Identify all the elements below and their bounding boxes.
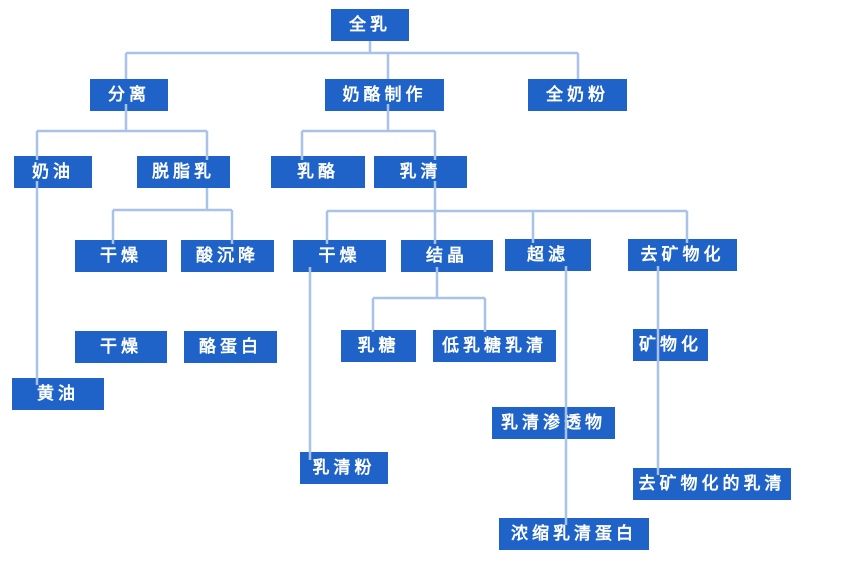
node-cream: 奶油	[14, 156, 92, 188]
node-cheese-making: 奶酪制作	[325, 79, 444, 111]
node-drying-skim: 干燥	[75, 240, 167, 272]
node-whey-powder: 乳清粉	[300, 452, 388, 484]
node-whey-protein-concentrate: 浓缩乳清蛋白	[499, 518, 649, 550]
node-whole-milk: 全乳	[331, 9, 409, 41]
node-casein: 酪蛋白	[184, 331, 277, 363]
node-demineralized-whey: 去矿物化的乳清	[633, 468, 791, 500]
node-whole-milk-powder: 全奶粉	[528, 79, 627, 111]
node-drying-casein: 干燥	[75, 331, 167, 363]
node-separation: 分离	[90, 79, 168, 111]
node-mineralization: 矿物化	[633, 329, 708, 361]
node-demineralization: 去矿物化	[628, 239, 737, 271]
node-whey-permeate: 乳清渗透物	[492, 407, 615, 439]
node-crystallization: 结晶	[401, 240, 493, 272]
node-lactose: 乳糖	[341, 330, 416, 362]
node-drying-whey: 干燥	[293, 240, 386, 272]
node-ultrafiltration: 超滤	[505, 239, 591, 271]
node-low-lactose-whey: 低乳糖乳清	[433, 330, 556, 362]
node-skim-milk: 脱脂乳	[137, 156, 230, 188]
node-whey: 乳清	[374, 156, 467, 188]
node-acid-precipitation: 酸沉降	[181, 240, 274, 272]
node-butter: 黄油	[12, 378, 104, 410]
node-cheese: 乳酪	[271, 156, 365, 188]
